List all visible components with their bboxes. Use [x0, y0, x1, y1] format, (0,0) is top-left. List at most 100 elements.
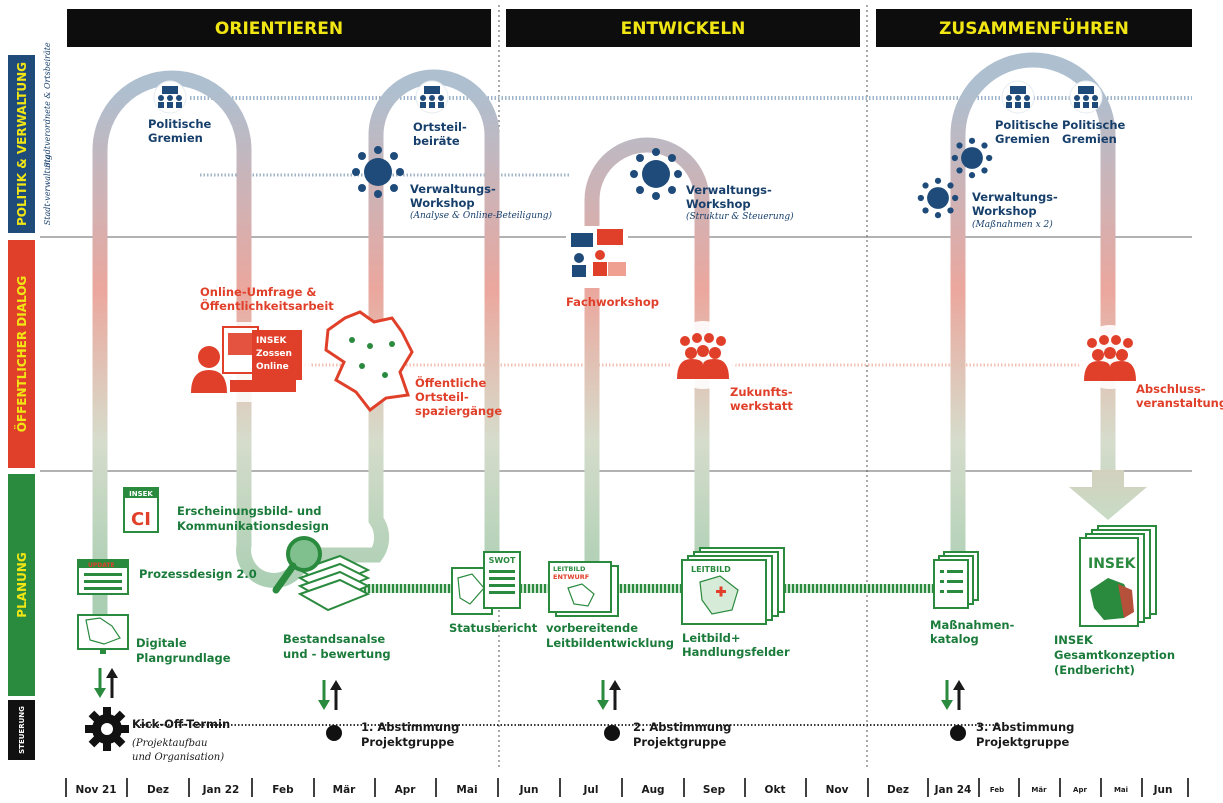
- bestand-label-1: Bestandsanalse: [283, 632, 385, 646]
- spaziergang-label-1: Öffentliche: [415, 375, 486, 390]
- row-bar-planung: [8, 474, 35, 696]
- up-down-arrows-icon: [318, 680, 342, 710]
- massnahmen-label-2: katalog: [930, 632, 979, 646]
- ab1-label-2: Projektgruppe: [361, 735, 454, 749]
- timeline-month: Nov 21: [75, 784, 116, 796]
- ortsbeirat-icon: [415, 80, 449, 114]
- workshop-network-icon: [630, 148, 682, 200]
- ci-label-2: Kommunikationsdesign: [177, 519, 329, 533]
- ab2-label-1: 2. Abstimmung: [633, 720, 731, 734]
- umfrage-label-2: Öffentlichkeitsarbeit: [200, 298, 334, 313]
- ci-mark: CI: [131, 509, 151, 530]
- insek-label-2: Gesamtkonzeption: [1054, 648, 1175, 662]
- massnahmen-stack-icon: [933, 551, 979, 609]
- leitbild-label-1: Leitbild+: [682, 631, 741, 645]
- vw3-label-2: Workshop: [972, 204, 1037, 218]
- zukunft-label-2: werkstatt: [730, 399, 793, 413]
- row-sublabel-politik-b: Stadt-verwaltung: [43, 155, 52, 225]
- insek-report-icon: INSEK: [1079, 525, 1157, 627]
- leitbild-label-2: Handlungsfelder: [682, 645, 790, 659]
- phase-label-zusammenfuehren: ZUSAMMENFÜHREN: [939, 17, 1129, 39]
- row-bar-politik: [8, 55, 35, 233]
- leitbild-entwurf-icon: LEITBILD ENTWURF: [548, 561, 619, 617]
- ortsteil-label-1: Ortsteil-: [413, 120, 467, 134]
- vw1-label-1: Verwaltungs-: [410, 182, 496, 196]
- spaziergang-label-3: spaziergänge: [415, 404, 502, 418]
- timeline-month: Sep: [703, 784, 726, 796]
- vw2-label-1: Verwaltungs-: [686, 183, 772, 197]
- gremien-icon: [1001, 80, 1035, 114]
- computer-icon: INSEK Zossen Online: [185, 322, 310, 402]
- timeline-month: Jan 22: [202, 784, 240, 796]
- vw1-label-2: Workshop: [410, 196, 475, 210]
- leitentwurf-label-1: vorbereitende: [546, 621, 638, 635]
- fachworkshop-icon: [566, 226, 628, 288]
- gremien2-label-1: Politische: [995, 118, 1059, 132]
- ab2-label-2: Projektgruppe: [633, 735, 726, 749]
- row-label-planung: PLANUNG: [15, 552, 29, 617]
- milestone-dot: [604, 725, 620, 741]
- plan-label-1: Digitale: [136, 636, 187, 650]
- workshop-network-icon: [917, 177, 959, 219]
- up-down-arrows-icon: [597, 680, 621, 710]
- gremien1-label-1: Politische: [148, 117, 212, 131]
- spaziergang-label-2: Ortsteil-: [415, 390, 469, 404]
- timeline-month: Mär: [1031, 786, 1047, 794]
- swot-doc-icon: SWOT: [451, 551, 521, 615]
- row-sublabel-politik-a: Stadtverordnete & Ortsbeiräte: [43, 42, 52, 168]
- gear-icon: [85, 707, 129, 751]
- gremien-icon: [1069, 80, 1103, 114]
- gremien3-label-2: Gremien: [1062, 132, 1117, 146]
- planung-hatched-band: [330, 584, 950, 593]
- timeline-month: Jul: [583, 784, 599, 796]
- kickoff-sub-1: (Projektaufbau: [132, 738, 207, 749]
- workshop-network-icon: [352, 146, 404, 198]
- up-down-arrows-icon: [94, 668, 118, 698]
- kickoff-label: Kick-Off-Termin: [132, 717, 230, 731]
- map-walk-icon: [324, 310, 414, 413]
- leitentwurf-badge-1: LEITBILD: [553, 565, 586, 573]
- umfrage-label-1: Online-Umfrage &: [200, 285, 316, 299]
- milestone-dot: [950, 725, 966, 741]
- bestand-label-2: und - bewertung: [283, 647, 391, 661]
- timeline-month: Mär: [333, 784, 357, 796]
- row-label-dialog: ÖFFENTLICHER DIALOG: [14, 276, 29, 433]
- leitbild-stack-icon: LEITBILD: [681, 547, 785, 625]
- leitbild-badge: LEITBILD: [691, 565, 731, 574]
- up-down-arrows-icon: [941, 680, 965, 710]
- screen-text-3: Online: [256, 362, 289, 372]
- ci-icon: INSEK CI: [123, 487, 159, 533]
- magnifier-stack-icon: [272, 536, 371, 612]
- row-bar-dialog: [8, 240, 35, 468]
- vw2-sub: (Struktur & Steuerung): [686, 211, 794, 222]
- status-label: Statusbericht: [449, 621, 538, 635]
- update-badge: UPDATE: [88, 562, 115, 569]
- timeline-month: Nov: [826, 784, 849, 796]
- prozess-label: Prozessdesign 2.0: [139, 567, 257, 581]
- insek-label-3: (Endbericht): [1054, 663, 1135, 677]
- timeline-month: Jan 24: [934, 784, 972, 796]
- timeline-month: Aug: [641, 784, 664, 796]
- timeline-month: Jun: [1153, 784, 1173, 796]
- phase-header-orientieren: [67, 9, 491, 47]
- phase-header-entwickeln: [506, 9, 860, 47]
- ab1-label-1: 1. Abstimmung: [361, 720, 459, 734]
- ab3-label-1: 3. Abstimmung: [976, 720, 1074, 734]
- milestone-dot: [326, 725, 342, 741]
- process-tube: [584, 137, 710, 598]
- timeline-month: Mai: [456, 784, 477, 796]
- timeline-month: Dez: [887, 784, 909, 796]
- timeline-month: Apr: [395, 784, 417, 796]
- phase-headers: ORIENTIEREN ENTWICKELN ZUSAMMENFÜHREN: [67, 9, 1192, 47]
- screen-text-1: INSEK: [256, 336, 288, 346]
- gremien1-label-2: Gremien: [148, 131, 203, 145]
- gremien2-label-2: Gremien: [995, 132, 1050, 146]
- timeline-month: Apr: [1073, 786, 1087, 794]
- vw3-sub: (Maßnahmen x 2): [972, 219, 1053, 230]
- phase-label-orientieren: ORIENTIEREN: [215, 19, 343, 39]
- abschluss-label-2: veranstaltung: [1136, 396, 1223, 410]
- leitentwurf-label-2: Leitbildentwicklung: [546, 636, 674, 650]
